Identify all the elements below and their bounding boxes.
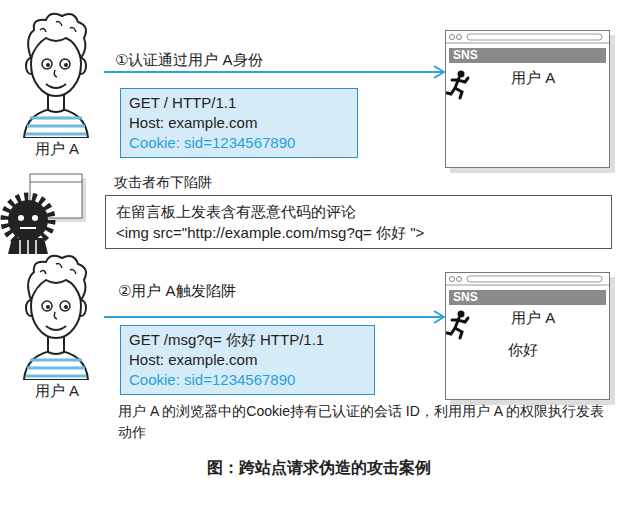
user-name: 用户 A (511, 309, 555, 327)
attacker-figure-part (18, 215, 24, 221)
arrow-connector (104, 311, 444, 323)
figure-caption: 图：跨站点请求伪造的攻击案例 (0, 458, 638, 478)
user-figure-part (54, 70, 57, 77)
browser-window: 用户 A SNS (445, 30, 610, 168)
browser-chrome-part (467, 276, 602, 282)
user-figure-part (46, 84, 66, 88)
user-figure-part (40, 22, 76, 33)
request-header: Host: example.com (129, 350, 366, 370)
user-figure-part (26, 360, 86, 376)
attacker-figure-part (8, 238, 48, 254)
browser-chrome-part (447, 78, 468, 98)
browser-chrome-part (450, 277, 455, 282)
user-figure-part (26, 118, 86, 134)
attacker-figure (0, 172, 90, 254)
user-figure-part (46, 63, 50, 67)
user-figure-part (42, 59, 52, 69)
cookie-header: Cookie: sid=1234567890 (129, 133, 349, 153)
user-figure-part (42, 301, 52, 311)
browser-chrome-part (450, 35, 455, 40)
user-figure-part-part (30, 117, 82, 120)
browser-chrome-part (445, 272, 610, 400)
arrow-head (434, 66, 444, 78)
arrow-line (104, 316, 444, 318)
user-figure-part (40, 264, 76, 275)
request-header: Host: example.com (129, 113, 349, 133)
user-figure-part (28, 256, 86, 300)
user-figure-part (60, 59, 70, 69)
comment-box: 攻击者布下陷阱在留言板上发表含有恶意代码的评论<img src="http://… (105, 195, 612, 249)
user-figure (16, 250, 96, 380)
browser-chrome-part (457, 35, 462, 40)
comment-text: 在留言板上发表含有恶意代码的评论 (116, 201, 601, 222)
explanation-note: 用户 A 的浏览器中的Cookie持有已认证的会话 ID，利用用户 A 的权限执… (118, 401, 613, 443)
posted-message: 你好 (508, 341, 538, 359)
user-figure-part (54, 312, 57, 319)
user-figure-part (28, 14, 86, 58)
user-figure-part-part (30, 359, 82, 362)
user-figure-part (46, 305, 50, 309)
malicious-code: <img src="http://example.com/msg?q= 你好 "… (116, 222, 601, 243)
attacker-figure-part (20, 240, 36, 254)
title-bar: SNS (449, 290, 606, 305)
request-box: GET / HTTP/1.1Host: example.comCookie: s… (120, 88, 358, 158)
browser-chrome-part (467, 34, 602, 40)
user-label: 用户 A (35, 140, 79, 158)
step-label: ②用户 A触发陷阱 (118, 282, 236, 300)
user-figure-part-part (26, 375, 86, 378)
request-box: GET /msg?q= 你好 HTTP/1.1Host: example.com… (120, 325, 375, 395)
attacker-figure-part (20, 227, 36, 229)
arrow-line (104, 71, 444, 73)
user-figure-part-part (27, 125, 85, 128)
browser-chrome-part (458, 71, 465, 78)
user-figure-part (64, 305, 68, 309)
attacker-figure-part (30, 182, 82, 183)
browser-chrome-part (445, 43, 610, 44)
cookie-header: Cookie: sid=1234567890 (129, 370, 366, 390)
attacker-figure-part (8, 200, 48, 240)
user-name: 用户 A (511, 69, 555, 87)
step-heading: 攻击者布下陷阱 (114, 172, 212, 193)
user-figure-part (46, 326, 66, 330)
attacker-figure-part (32, 215, 38, 221)
user-figure-part (64, 63, 68, 67)
browser-chrome-part (457, 277, 462, 282)
user-label: 用户 A (35, 382, 79, 400)
request-line: GET /msg?q= 你好 HTTP/1.1 (129, 330, 366, 350)
user-figure-part (60, 301, 70, 311)
browser-chrome-part (445, 285, 610, 286)
browser-window: 用户 A 你好 SNS (445, 272, 610, 400)
user-node: 用户 A (10, 8, 104, 158)
attacker-figure-part (5, 197, 51, 243)
step-label: ①认证通过用户 A身份 (115, 51, 263, 69)
title-bar: SNS (449, 48, 606, 63)
browser-chrome-part (445, 30, 610, 168)
browser-chrome-part (447, 318, 468, 338)
request-line: GET / HTTP/1.1 (129, 93, 349, 113)
user-figure (16, 8, 96, 138)
user-figure-part-part (26, 133, 86, 136)
browser-chrome-part (458, 311, 465, 318)
arrow-head (434, 311, 444, 323)
user-figure-part-part (27, 367, 85, 370)
site-name: SNS (453, 48, 606, 63)
user-node: 用户 A (10, 250, 104, 400)
site-name: SNS (453, 290, 606, 305)
